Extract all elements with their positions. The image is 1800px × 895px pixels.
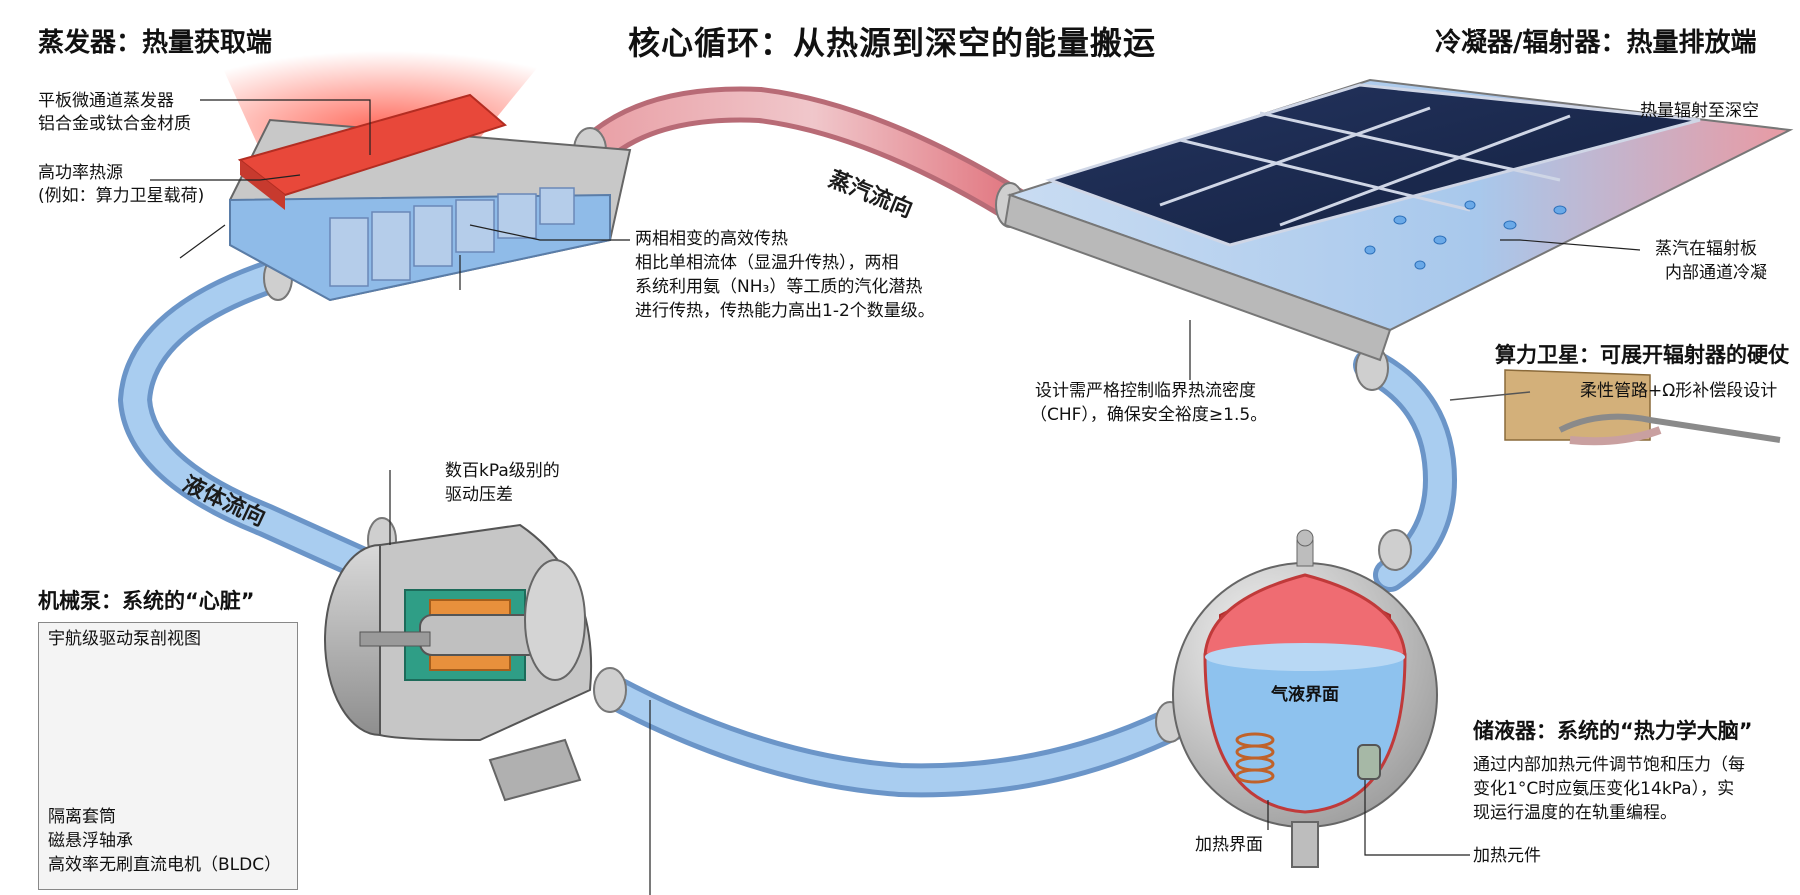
- two-phase-desc-3: 进行传热，传热能力高出1-2个数量级。: [635, 300, 935, 322]
- evaporator-plate-label-2: 铝合金或钛合金材质: [38, 113, 191, 135]
- chf-label-1: 设计需严格控制临界热流密度: [1035, 380, 1256, 402]
- pump-inset-title: 宇航级驱动泵剖视图: [48, 628, 201, 650]
- heater-interface-label: 加热界面: [1195, 834, 1263, 856]
- evaporator-heading: 蒸发器：热量获取端: [38, 26, 272, 60]
- condense-label-1: 蒸汽在辐射板: [1655, 238, 1757, 260]
- bldc-motor-label: 高效率无刷直流电机（BLDC）: [48, 854, 281, 876]
- two-phase-heading: 两相相变的高效传热: [635, 228, 788, 250]
- two-phase-desc-1: 相比单相流体（显温升传热），两相: [635, 252, 899, 274]
- isolation-sleeve-label: 隔离套筒: [48, 806, 116, 828]
- accumulator-desc-3: 现运行温度的在轨重编程。: [1473, 802, 1677, 824]
- two-phase-desc-2: 系统利用氨（NH₃）等工质的汽化潜热: [635, 276, 922, 298]
- chf-label-2: （CHF），确保安全裕度≥1.5。: [1030, 404, 1267, 426]
- evaporator-block: [230, 95, 630, 300]
- condense-label-2: 内部通道冷凝: [1665, 262, 1767, 284]
- magnetic-bearing-label: 磁悬浮轴承: [48, 830, 133, 852]
- mechanical-pump: [325, 525, 591, 800]
- satellite-heading: 算力卫星：可展开辐射器的硬仗: [1495, 342, 1789, 370]
- pump-pressure-1: 数百kPa级别的: [445, 460, 560, 482]
- page-title: 核心循环：从热源到深空的能量搬运: [628, 22, 1156, 64]
- gas-liquid-interface-label: 气液界面: [1271, 684, 1339, 706]
- radiate-label: 热量辐射至深空: [1640, 100, 1759, 122]
- heat-source-label-2: (例如：算力卫星载荷): [38, 185, 204, 207]
- accumulator-desc-2: 变化1°C时应氨压变化14kPa），实: [1473, 778, 1734, 800]
- evaporator-plate-label-1: 平板微通道蒸发器: [38, 90, 174, 112]
- satellite-note: 柔性管路+Ω形补偿段设计: [1580, 380, 1777, 402]
- pump-pressure-2: 驱动压差: [445, 484, 513, 506]
- heater-element-label: 加热元件: [1473, 845, 1541, 867]
- heat-source-label-1: 高功率热源: [38, 162, 123, 184]
- pump-heading: 机械泵：系统的“心脏”: [38, 588, 255, 616]
- accumulator-desc-1: 通过内部加热元件调节饱和压力（每: [1473, 754, 1745, 776]
- condenser-heading: 冷凝器/辐射器：热量排放端: [1435, 26, 1757, 60]
- accumulator-heading: 储液器：系统的“热力学大脑”: [1473, 718, 1753, 746]
- vapor-pipe: [595, 105, 1030, 215]
